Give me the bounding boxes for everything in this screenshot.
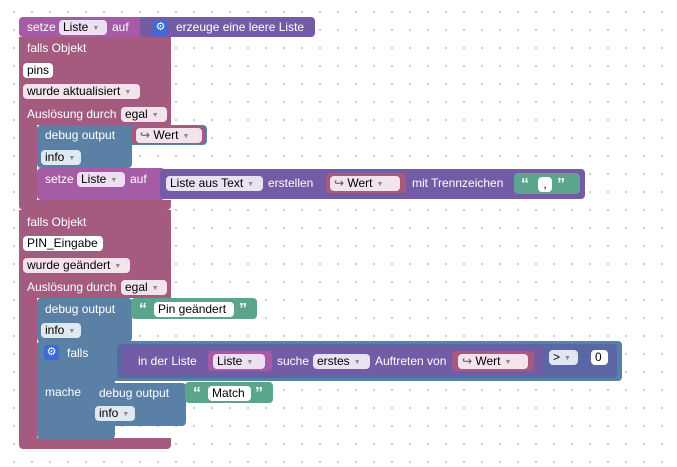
inner-debug-text-field[interactable]: Match [208, 386, 251, 401]
dropdown-arrow-icon: ▼ [68, 155, 76, 162]
trigger-by-dropdown[interactable]: egal▼ [121, 280, 167, 295]
dropdown-arrow-icon: ▼ [504, 359, 512, 366]
event-dropdown[interactable]: wurde geändert▼ [23, 258, 130, 273]
dropdown-arrow-icon: ▼ [110, 177, 118, 184]
separator-field[interactable]: , [538, 177, 552, 192]
if-object-label: falls Objekt [27, 215, 87, 229]
close-quote-icon: ” [557, 176, 565, 193]
find-label: suche [277, 354, 310, 368]
open-quote-icon: “ [139, 301, 147, 318]
dropdown-arrow-icon: ▼ [564, 355, 571, 362]
dropdown-arrow-icon: ▼ [68, 328, 76, 335]
value-dropdown[interactable]: ↪ Wert▼ [136, 128, 202, 143]
trigger-by-label: Auslösung durch [27, 107, 117, 121]
create-empty-list-block[interactable] [140, 17, 315, 37]
dropdown-arrow-icon: ▼ [114, 263, 122, 270]
compare-value-field[interactable]: 0 [591, 350, 608, 365]
dropdown-arrow-icon: ▼ [122, 411, 130, 418]
event-dropdown[interactable]: wurde aktualisiert▼ [23, 84, 140, 99]
create-empty-list-label: erzeuge eine leere Liste [176, 20, 305, 34]
occurrence-label: Auftreten von [375, 354, 447, 368]
if-object-label: falls Objekt [27, 41, 87, 55]
create-label: erstellen [268, 176, 314, 190]
log-level-dropdown[interactable]: info▼ [41, 150, 81, 165]
trigger-block-pins-spine [19, 124, 37, 204]
object-id-field[interactable]: pins [23, 63, 53, 78]
trigger-by-dropdown[interactable]: egal▼ [121, 107, 167, 122]
debug-output-label: debug output [45, 128, 116, 142]
value-arrow-icon: ↪ [462, 354, 476, 368]
open-quote-icon: “ [521, 176, 529, 193]
find-mode-dropdown[interactable]: erstes▼ [313, 354, 370, 369]
open-quote-icon: “ [193, 385, 201, 402]
dropdown-arrow-icon: ▼ [151, 112, 159, 119]
to-label: auf [130, 172, 147, 186]
debug-output-label: debug output [99, 386, 170, 400]
dropdown-arrow-icon: ▼ [247, 181, 255, 188]
do-label: mache [45, 385, 82, 399]
in-list-label: in der Liste [138, 354, 197, 368]
dropdown-arrow-icon: ▼ [182, 133, 190, 140]
value-dropdown[interactable]: ↪ Wert▼ [458, 354, 528, 369]
trigger-block-pins-footer [19, 200, 171, 210]
log-level-dropdown[interactable]: info▼ [41, 323, 81, 338]
debug-text-field[interactable]: Pin geändert [154, 302, 234, 317]
object-id-field[interactable]: PIN_Eingabe [23, 236, 103, 251]
set-label: setze [27, 20, 56, 34]
variable-dropdown-liste[interactable]: Liste▼ [77, 172, 125, 187]
dropdown-arrow-icon: ▼ [246, 359, 254, 366]
dropdown-arrow-icon: ▼ [92, 25, 100, 32]
dropdown-arrow-icon: ▼ [151, 285, 159, 292]
list-variable-dropdown[interactable]: Liste▼ [213, 354, 265, 369]
trigger-block-pin-eingabe-footer [19, 438, 171, 449]
set-label: setze [45, 172, 74, 186]
close-quote-icon: ” [239, 301, 247, 318]
dropdown-arrow-icon: ▼ [376, 181, 384, 188]
close-quote-icon: ” [255, 385, 263, 402]
variable-dropdown-liste[interactable]: Liste▼ [59, 20, 107, 35]
list-from-text-dropdown[interactable]: Liste aus Text▼ [166, 176, 263, 191]
trigger-by-label: Auslösung durch [27, 280, 117, 294]
value-arrow-icon: ↪ [140, 128, 154, 142]
log-level-dropdown[interactable]: info▼ [95, 406, 135, 421]
operator-dropdown[interactable]: >▼ [549, 350, 578, 365]
value-dropdown[interactable]: ↪ Wert▼ [330, 176, 400, 191]
to-label: auf [112, 20, 129, 34]
with-separator-label: mit Trennzeichen [412, 176, 504, 190]
value-arrow-icon: ↪ [334, 176, 348, 190]
gear-icon[interactable]: ⚙ [44, 345, 59, 360]
trigger-block-pin-eingabe-spine [19, 296, 37, 442]
gear-icon[interactable]: ⚙ [153, 20, 168, 35]
if-label: falls [67, 346, 89, 360]
dropdown-arrow-icon: ▼ [353, 359, 361, 366]
debug-output-label: debug output [45, 302, 116, 316]
dropdown-arrow-icon: ▼ [124, 89, 132, 96]
